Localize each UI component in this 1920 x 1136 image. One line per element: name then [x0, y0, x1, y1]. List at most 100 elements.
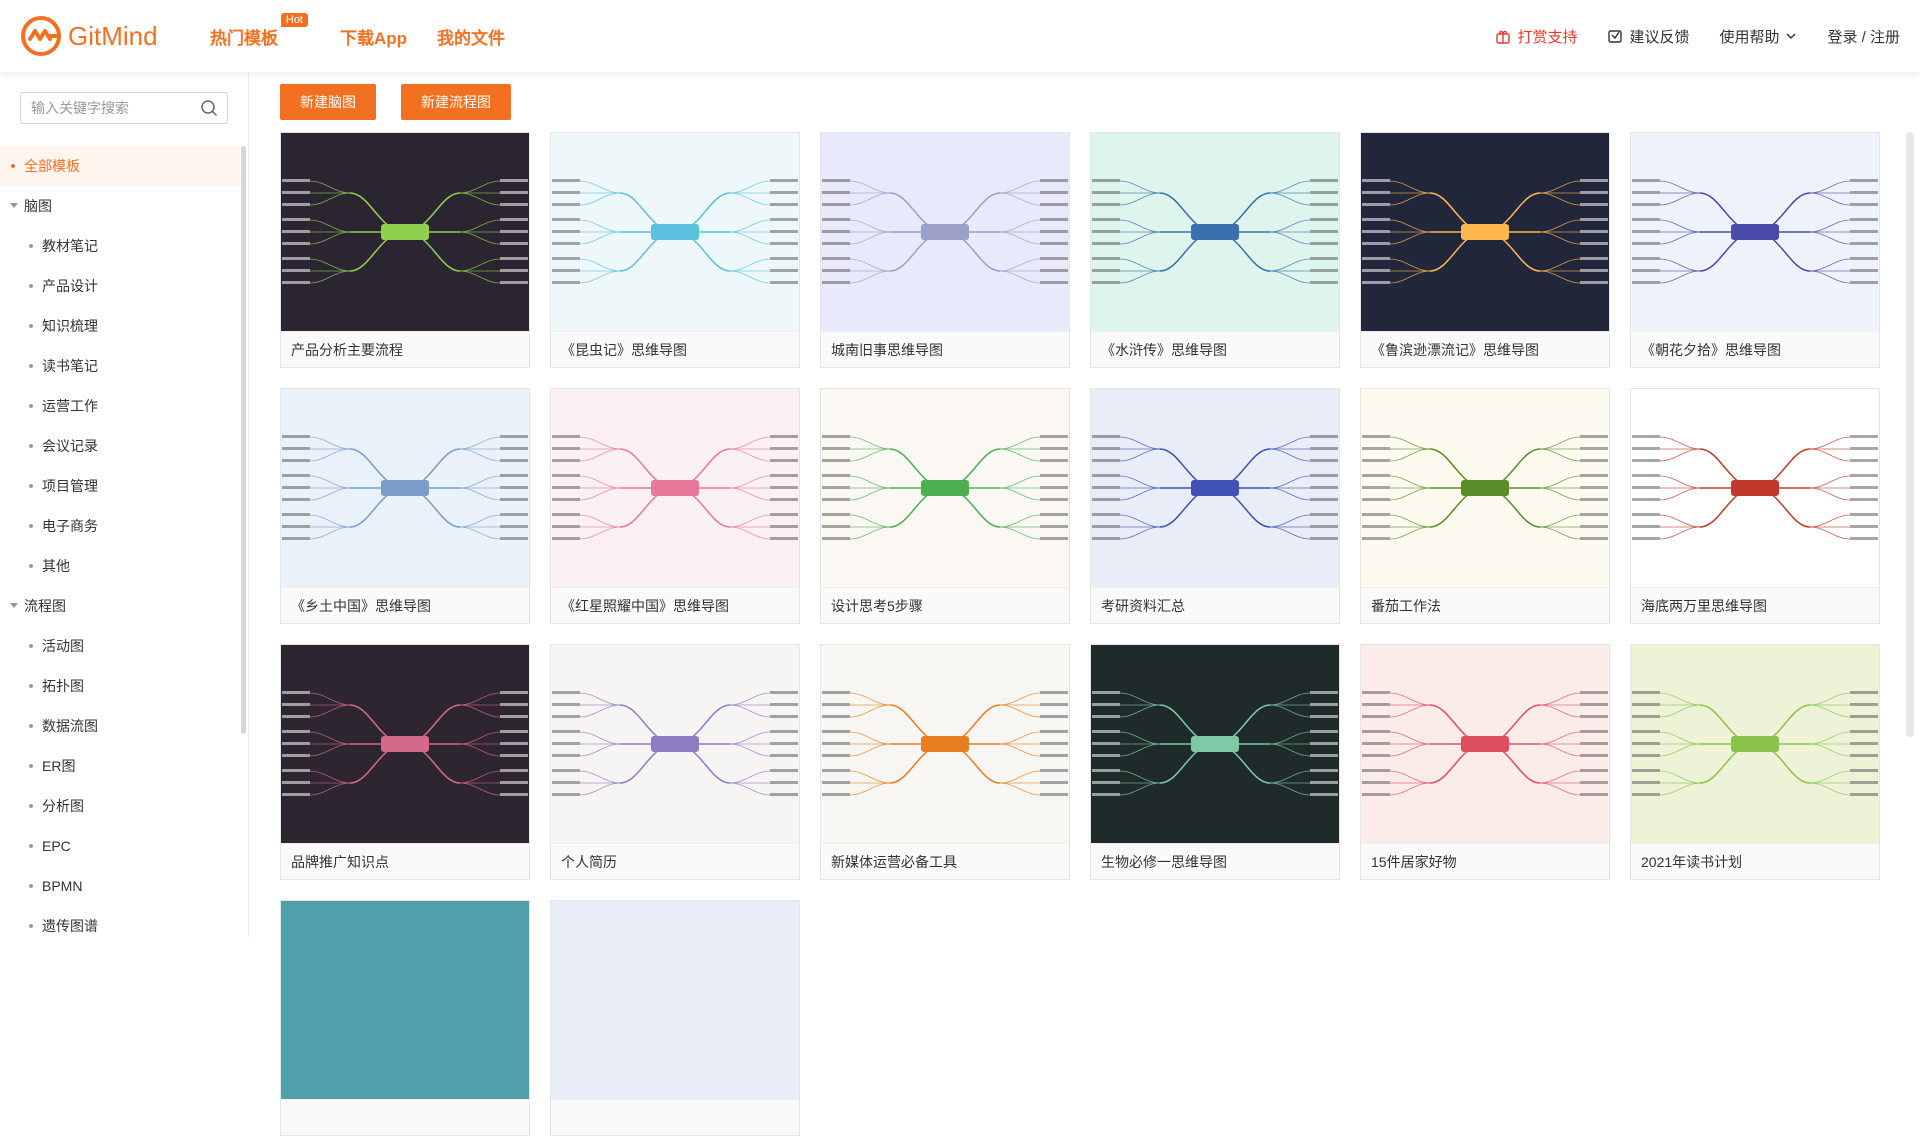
template-thumbnail	[821, 645, 1069, 843]
bullet-dot	[29, 244, 33, 248]
template-card[interactable]: 《乡土中国》思维导图	[280, 388, 530, 624]
mindmap-preview-icon	[552, 435, 798, 540]
sidebar-flowchart-item-label: BPMN	[42, 878, 83, 894]
main-scrollbar[interactable]	[1906, 132, 1914, 737]
bullet-dot	[29, 324, 33, 328]
template-card[interactable]: 品牌推广知识点	[280, 644, 530, 880]
template-card-title: 15件居家好物	[1361, 843, 1609, 879]
template-card[interactable]: 番茄工作法	[1360, 388, 1610, 624]
template-card-title: 城南旧事思维导图	[821, 331, 1069, 367]
sidebar-mindmap-item[interactable]: 产品设计	[0, 266, 240, 306]
template-card[interactable]: 《红星照耀中国》思维导图	[550, 388, 800, 624]
bullet-dot	[29, 484, 33, 488]
mindmap-preview-icon	[282, 435, 528, 540]
mindmap-preview-icon	[282, 179, 528, 284]
template-card[interactable]: 生物必修一思维导图	[1090, 644, 1340, 880]
template-card[interactable]: 产品分析主要流程	[280, 132, 530, 368]
search-icon[interactable]	[200, 99, 218, 117]
bullet-dot	[29, 884, 33, 888]
template-card-title	[281, 1099, 529, 1135]
template-card[interactable]: 2021年读书计划	[1630, 644, 1880, 880]
sidebar-flowchart-item[interactable]: 遗传图谱	[0, 906, 240, 946]
template-card[interactable]: 15件居家好物	[1360, 644, 1610, 880]
template-card[interactable]: 城南旧事思维导图	[820, 132, 1070, 368]
template-card[interactable]	[280, 900, 530, 1136]
sidebar-scrollbar[interactable]	[241, 146, 246, 734]
template-card[interactable]: 《昆虫记》思维导图	[550, 132, 800, 368]
template-card[interactable]: 《水浒传》思维导图	[1090, 132, 1340, 368]
bullet-dot	[29, 844, 33, 848]
template-card[interactable]: 个人简历	[550, 644, 800, 880]
sidebar-mindmap-item[interactable]: 其他	[0, 546, 240, 586]
nav-hot-templates[interactable]: 热门模板 Hot	[210, 12, 308, 49]
new-flowchart-button[interactable]: 新建流程图	[401, 84, 511, 120]
sidebar-mindmap-item[interactable]: 教材笔记	[0, 226, 240, 266]
template-card[interactable]: 设计思考5步骤	[820, 388, 1070, 624]
sidebar-mindmap-item-label: 会议记录	[42, 438, 98, 454]
category-group-mindmap[interactable]: 脑图	[0, 186, 240, 226]
template-card[interactable]: 海底两万里思维导图	[1630, 388, 1880, 624]
template-thumbnail	[281, 133, 529, 331]
template-card-title: 《鲁滨逊漂流记》思维导图	[1361, 331, 1609, 367]
mindmap-preview-icon	[1092, 435, 1338, 540]
feedback-icon	[1608, 30, 1623, 43]
template-thumbnail	[821, 133, 1069, 331]
template-card-title: 设计思考5步骤	[821, 587, 1069, 623]
sidebar-mindmap-item[interactable]: 知识梳理	[0, 306, 240, 346]
sidebar-flowchart-item[interactable]: ER图	[0, 746, 240, 786]
template-card[interactable]	[550, 900, 800, 1136]
sidebar-flowchart-item[interactable]: EPC	[0, 826, 240, 866]
help-menu[interactable]: 使用帮助	[1719, 26, 1797, 47]
sidebar-flowchart-item-label: 分析图	[42, 798, 84, 814]
sidebar-flowchart-item[interactable]: 活动图	[0, 626, 240, 666]
top-header: GitMind 热门模板 Hot 下载App 我的文件 打赏支持 建议反馈 使用…	[0, 0, 1920, 72]
nav-my-files[interactable]: 我的文件	[437, 28, 506, 48]
template-card-title: 2021年读书计划	[1631, 843, 1879, 879]
main-nav: 热门模板 Hot 下载App 我的文件	[210, 0, 535, 72]
sidebar-flowchart-item[interactable]: 拓扑图	[0, 666, 240, 706]
sidebar-flowchart-item[interactable]: 数据流图	[0, 706, 240, 746]
template-thumbnail	[1361, 133, 1609, 331]
nav-download-app[interactable]: 下载App	[340, 28, 408, 48]
sidebar-mindmap-item-label: 项目管理	[42, 478, 98, 494]
bullet-dot	[29, 924, 33, 928]
donate-link[interactable]: 打赏支持	[1495, 26, 1577, 47]
sidebar-mindmap-item[interactable]: 读书笔记	[0, 346, 240, 386]
search-input[interactable]	[31, 100, 191, 116]
sidebar-flowchart-item[interactable]: 分析图	[0, 786, 240, 826]
template-card[interactable]: 考研资料汇总	[1090, 388, 1340, 624]
category-all[interactable]: 全部模板	[0, 146, 240, 186]
template-thumbnail	[551, 389, 799, 587]
template-card[interactable]: 新媒体运营必备工具	[820, 644, 1070, 880]
bullet-dot	[29, 364, 33, 368]
template-card-title: 海底两万里思维导图	[1631, 587, 1879, 623]
logo[interactable]: GitMind	[20, 15, 158, 57]
mindmap-preview-icon	[552, 691, 798, 796]
sidebar-mindmap-item-label: 读书笔记	[42, 358, 98, 374]
logo-text: GitMind	[68, 20, 158, 51]
sidebar-mindmap-item[interactable]: 会议记录	[0, 426, 240, 466]
template-card-title: 《朝花夕拾》思维导图	[1631, 331, 1879, 367]
feedback-link[interactable]: 建议反馈	[1607, 26, 1689, 47]
sidebar-mindmap-item-label: 知识梳理	[42, 318, 98, 334]
sidebar-mindmap-item[interactable]: 项目管理	[0, 466, 240, 506]
sidebar-flowchart-item-label: 遗传图谱	[42, 918, 98, 934]
mindmap-preview-icon	[1362, 179, 1608, 284]
sidebar-flowchart-item[interactable]: BPMN	[0, 866, 240, 906]
sidebar-mindmap-item[interactable]: 电子商务	[0, 506, 240, 546]
sidebar-mindmap-item-label: 其他	[42, 558, 70, 574]
mindmap-preview-icon	[1632, 179, 1878, 284]
sidebar-mindmap-item[interactable]: 运营工作	[0, 386, 240, 426]
bullet-dot	[11, 164, 15, 168]
mindmap-preview-icon	[1632, 691, 1878, 796]
bullet-dot	[29, 764, 33, 768]
new-mindmap-button[interactable]: 新建脑图	[280, 84, 376, 120]
template-thumbnail	[551, 133, 799, 331]
template-card[interactable]: 《朝花夕拾》思维导图	[1630, 132, 1880, 368]
template-card-title: 个人简历	[551, 843, 799, 879]
login-register-link[interactable]: 登录 / 注册	[1827, 28, 1900, 46]
template-card[interactable]: 《鲁滨逊漂流记》思维导图	[1360, 132, 1610, 368]
bullet-dot	[29, 564, 33, 568]
sidebar-mindmap-item-label: 运营工作	[42, 398, 98, 414]
category-group-flowchart[interactable]: 流程图	[0, 586, 240, 626]
